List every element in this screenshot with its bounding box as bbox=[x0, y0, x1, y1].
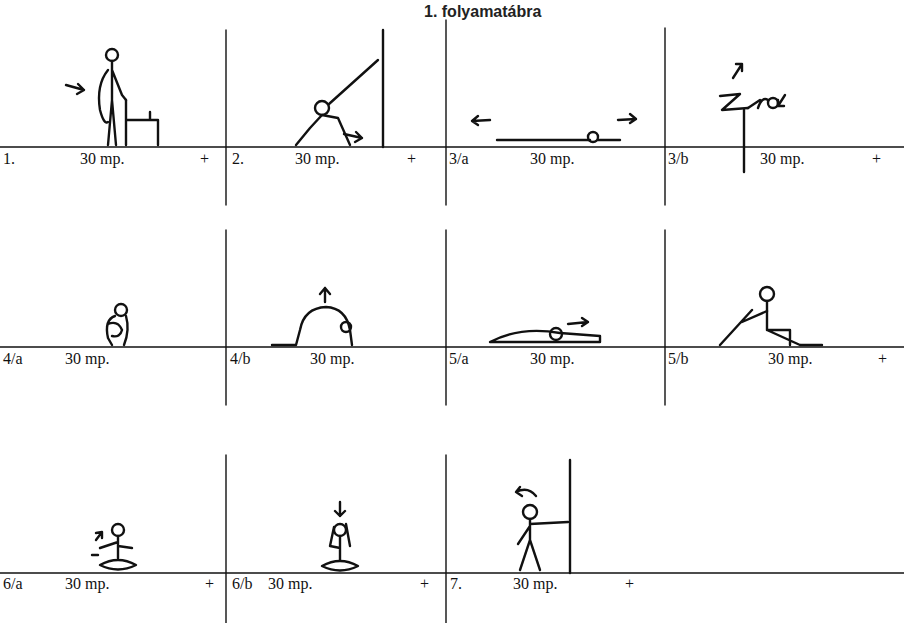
step-label: 30 mp. bbox=[530, 350, 574, 368]
step-label: 30 mp. bbox=[295, 150, 339, 168]
figure-6b bbox=[322, 502, 358, 571]
step-label: 30 mp. bbox=[530, 150, 574, 168]
figure-5a bbox=[490, 318, 600, 342]
step-label: + bbox=[878, 350, 887, 368]
figure-6a bbox=[92, 524, 136, 570]
figure-2 bbox=[296, 30, 383, 147]
step-label: 2. bbox=[232, 150, 244, 168]
figure-7 bbox=[516, 460, 570, 573]
step-label: 3/b bbox=[668, 150, 688, 168]
step-label: 1. bbox=[3, 150, 15, 168]
figure-3a bbox=[472, 114, 636, 142]
step-label: 3/a bbox=[449, 150, 469, 168]
figure-5b bbox=[720, 287, 822, 345]
step-label: 6/a bbox=[3, 575, 23, 593]
diagram-title: 1. folyamatábra bbox=[424, 2, 541, 22]
step-label: 30 mp. bbox=[310, 350, 354, 368]
step-label: + bbox=[625, 575, 634, 593]
step-label: 30 mp. bbox=[65, 350, 109, 368]
step-label: 6/b bbox=[232, 575, 252, 593]
step-label: 30 mp. bbox=[268, 575, 312, 593]
figure-4b bbox=[272, 288, 352, 345]
step-label: + bbox=[407, 150, 416, 168]
step-label: 30 mp. bbox=[768, 350, 812, 368]
step-label: 30 mp. bbox=[65, 575, 109, 593]
step-label: + bbox=[200, 150, 209, 168]
step-label: 30 mp. bbox=[760, 150, 804, 168]
step-label: + bbox=[205, 575, 214, 593]
step-label: + bbox=[420, 575, 429, 593]
step-label: + bbox=[872, 150, 881, 168]
grid-lines bbox=[0, 20, 904, 623]
figure-4a bbox=[107, 304, 128, 345]
step-label: 5/a bbox=[449, 350, 469, 368]
step-label: 4/a bbox=[3, 350, 23, 368]
figure-1 bbox=[66, 49, 158, 145]
step-label: 30 mp. bbox=[80, 150, 124, 168]
step-label: 30 mp. bbox=[513, 575, 557, 593]
step-label: 5/b bbox=[668, 350, 688, 368]
step-label: 4/b bbox=[230, 350, 250, 368]
step-label: 7. bbox=[450, 575, 462, 593]
